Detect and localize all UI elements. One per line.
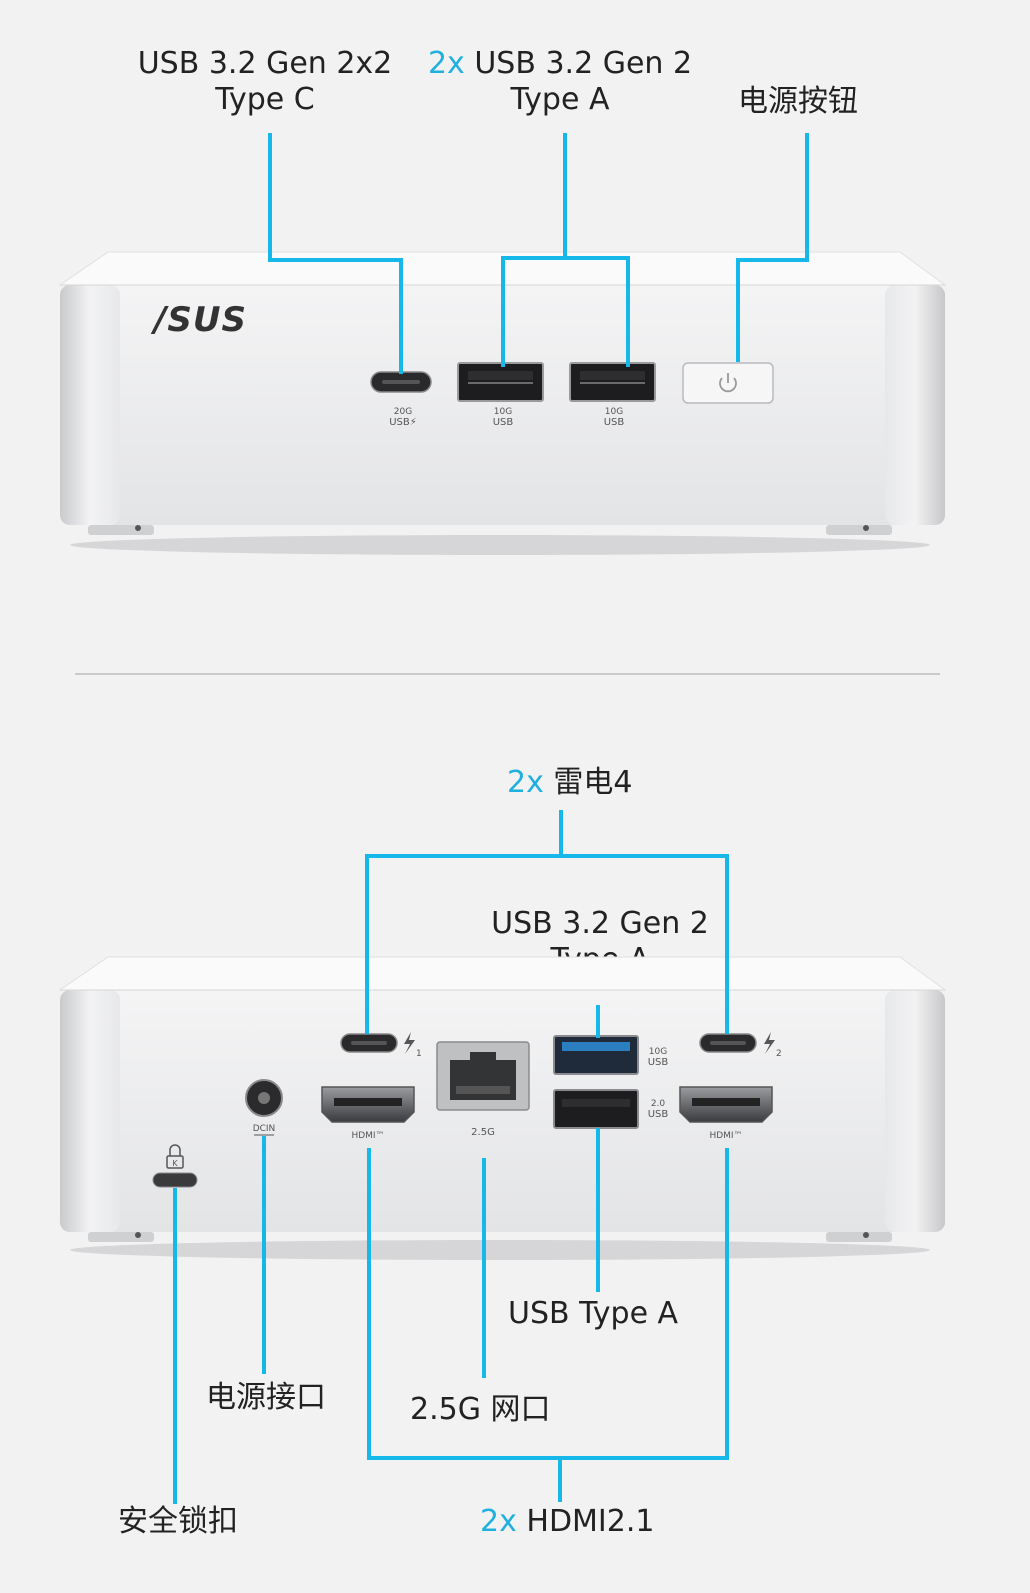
tb2-number: 2: [776, 1049, 782, 1059]
dc-in-mark: DCIN: [253, 1124, 276, 1134]
hdmi1-mark: HDMI™: [351, 1131, 384, 1141]
usb-top-name: USB: [648, 1057, 669, 1068]
usb-bottom-name: USB: [648, 1109, 669, 1120]
usb-bottom-speed: 2.0: [651, 1099, 666, 1109]
front-power-button: [683, 363, 773, 403]
usb-top-speed: 10G: [649, 1047, 667, 1057]
front-usba2-name: USB: [604, 417, 625, 428]
lan-mark: 2.5G: [471, 1127, 495, 1138]
lock-letter: K: [172, 1159, 178, 1168]
asus-logo: /SUS: [150, 300, 247, 340]
front-usba1-speed: 10G: [494, 407, 512, 417]
back-device: 1 2 DCIN HDMI™: [60, 957, 945, 1260]
tb1-number: 1: [416, 1049, 422, 1059]
front-usbc-name: USB⚡: [389, 417, 417, 428]
hdmi2-mark: HDMI™: [709, 1131, 742, 1141]
front-usba1-name: USB: [493, 417, 514, 428]
front-usbc-speed: 20G: [394, 407, 412, 417]
front-usba2-speed: 10G: [605, 407, 623, 417]
